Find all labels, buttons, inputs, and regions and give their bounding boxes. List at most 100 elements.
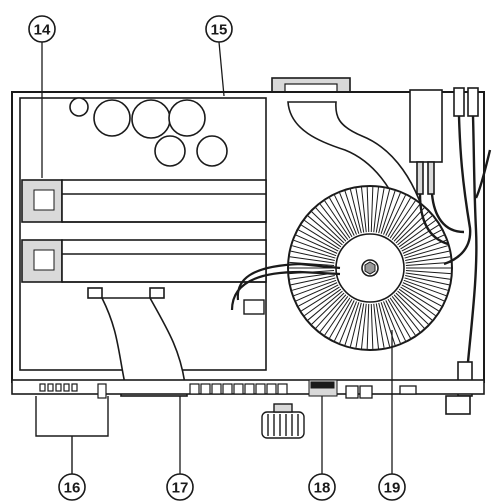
toroid-winding-line <box>401 229 442 252</box>
toroid-winding-line <box>405 250 450 262</box>
toroid-winding-line <box>301 286 340 312</box>
toroid-winding-line <box>349 302 362 347</box>
toroid-winding-line <box>397 215 433 246</box>
toroid-winding-line <box>295 282 338 302</box>
svg-text:14: 14 <box>34 22 51 39</box>
toroid-winding-line <box>403 239 447 257</box>
toroid-winding-line <box>298 229 339 252</box>
toroid-winding-line <box>395 292 429 325</box>
toroid-winding-line <box>307 215 343 246</box>
svg-text:17: 17 <box>172 480 189 497</box>
toroid-winding-line <box>334 194 355 236</box>
toroid-winding-line <box>405 274 450 286</box>
toroid-winding-line <box>339 301 357 344</box>
callout-16: 16 <box>58 473 86 501</box>
toroid-winding-line <box>400 224 439 250</box>
power-cables <box>418 115 492 363</box>
svg-text:15: 15 <box>211 22 228 39</box>
toroid-winding-line <box>370 187 374 233</box>
toroid-winding-line <box>378 302 391 347</box>
toroid-winding-line <box>385 194 406 236</box>
toroid-winding-line <box>373 187 379 233</box>
toroid-winding-line <box>289 256 335 264</box>
callout-18: 18 <box>308 473 336 501</box>
toroid-winding-line <box>361 303 367 349</box>
toroid-winding-line <box>324 297 351 336</box>
toroid-winding-line <box>349 189 362 234</box>
toroid-winding-line <box>405 256 451 264</box>
toroid-winding-line <box>339 192 357 235</box>
toroid-winding-line <box>385 300 406 342</box>
toroid-winding-line <box>301 224 340 250</box>
bracket-16 <box>35 396 109 482</box>
toroid-winding-line <box>404 277 448 291</box>
toroid-winding-line <box>292 277 336 291</box>
toroid-winding-line <box>366 303 370 349</box>
toroid-winding-line <box>355 303 365 348</box>
leader-lines <box>41 41 393 474</box>
toroid-winding-line <box>307 290 343 321</box>
toroid-winding-line <box>295 234 338 254</box>
toroid-winding-line <box>329 197 353 238</box>
fuse-holder <box>445 361 473 415</box>
toroid-winding-line <box>324 200 351 239</box>
toroid-winding-line <box>293 239 337 257</box>
svg-text:16: 16 <box>64 480 81 497</box>
toroid-winding-line <box>304 219 342 248</box>
toroid-winding-line <box>315 294 347 329</box>
toroid-winding-line <box>380 302 396 346</box>
terminal-row <box>189 383 288 395</box>
callout-19: 19 <box>378 473 406 501</box>
toroid-winding-line <box>315 207 347 242</box>
svg-text:19: 19 <box>384 480 401 497</box>
toroid-winding-line <box>292 245 336 259</box>
toroid-winding-line <box>401 284 442 307</box>
toroid-winding-line <box>405 270 451 275</box>
front-leds <box>39 383 107 399</box>
small-connector <box>243 299 265 315</box>
toroid-winding-line <box>397 290 433 321</box>
toroid-winding-line <box>404 245 448 259</box>
toroid-winding-line <box>329 298 353 339</box>
toroid-winding-line <box>398 288 436 317</box>
toroid-winding-line <box>344 190 360 234</box>
toroid-winding-line <box>334 300 355 342</box>
toroid-winding-line <box>405 261 451 266</box>
toroid-winding-line <box>378 189 391 234</box>
transformer-wires <box>230 262 341 311</box>
callout-17: 17 <box>166 473 194 501</box>
toroid-winding-line <box>304 288 342 317</box>
toroid-winding-line <box>311 211 345 244</box>
toroidal-transformer <box>287 185 453 351</box>
toroid-winding-line <box>387 197 411 238</box>
round-components <box>69 97 228 167</box>
toroid-winding-line <box>319 203 349 240</box>
toroid-winding-line <box>373 303 379 349</box>
toroid-winding-line <box>361 187 367 233</box>
toroid-winding-line <box>383 301 401 344</box>
toroid-winding-line <box>289 261 335 266</box>
toroid-winding-line <box>391 296 421 333</box>
toroid-winding-line <box>311 292 345 325</box>
toroid-winding-line <box>387 298 411 339</box>
dip-switch <box>308 379 338 397</box>
toroid-winding-line <box>393 207 425 242</box>
toroid-winding-line <box>403 279 447 297</box>
toroid-winding-line <box>366 187 370 233</box>
toroid-winding-line <box>290 274 335 286</box>
toroid-winding-line <box>290 250 335 262</box>
toroid-winding-line <box>344 302 360 346</box>
toroid-winding-line <box>375 188 385 233</box>
toroid-winding-line <box>389 297 416 336</box>
toroid-winding-line <box>375 303 385 348</box>
callout-14: 14 <box>28 15 56 43</box>
toroid-winding-line <box>298 284 339 307</box>
stacked-boards <box>21 179 267 283</box>
adjustment-knob <box>261 403 305 439</box>
toroid-winding-line <box>402 282 445 302</box>
right-small-parts <box>345 385 417 399</box>
toroid-winding-line <box>355 188 365 233</box>
toroid-winding-line <box>391 203 421 240</box>
toroid-winding-line <box>400 286 439 312</box>
